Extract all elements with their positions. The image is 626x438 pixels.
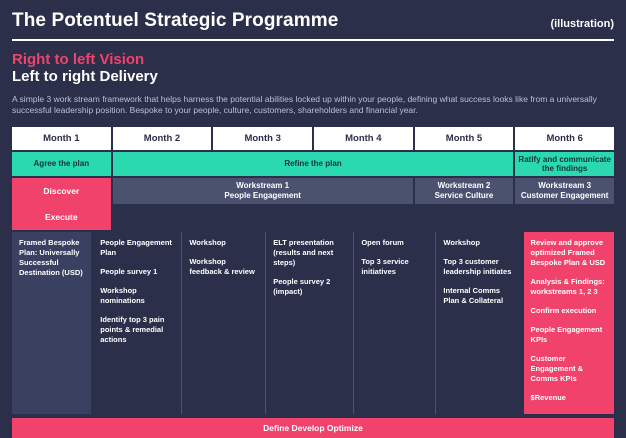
column-month-3-item-0: Workshop <box>189 238 226 247</box>
month-cell-2: Month 2 <box>112 127 212 150</box>
page-title: The Potentuel Strategic Programme <box>12 10 339 31</box>
vision-title: Right to left Vision <box>12 51 145 68</box>
slide-header: The Potentuel Strategic Programme (illus… <box>12 10 614 41</box>
plan-band-agree: Agree the plan <box>12 152 111 176</box>
column-execute-item-4: Customer Engagement & Comms KPIs <box>530 354 584 383</box>
column-month-5-item-1: Top 3 service initiatives <box>361 257 409 276</box>
footer-bar: Define Develop Optimize <box>12 418 614 438</box>
stage-workstream-2: Workstream 2 Service Culture <box>414 178 514 204</box>
column-execute-item-3: People Engagement KPIs <box>530 325 603 344</box>
ws2-line1: Workstream 2 <box>437 181 491 190</box>
plan-band-refine: Refine the plan <box>112 152 514 176</box>
stage-workstream-1: Workstream 1 People Engagement <box>112 178 413 204</box>
column-month-3: Workshop Workshop feedback & review <box>181 232 264 414</box>
ws3-line2: Customer Engagement <box>520 191 609 200</box>
title-block: Right to left Vision Left to right Deliv… <box>12 51 614 116</box>
illustration-label: (illustration) <box>550 18 614 30</box>
month-cell-3: Month 3 <box>213 127 312 150</box>
stage-execute: Execute <box>12 204 111 230</box>
column-month-3-item-1: Workshop feedback & review <box>189 257 255 276</box>
slide-canvas: The Potentuel Strategic Programme (illus… <box>12 10 614 438</box>
column-month-4: ELT presentation (results and next steps… <box>265 232 352 414</box>
month-cell-6: Month 6 <box>515 127 614 150</box>
plan-band-row: Agree the plan Refine the plan Ratify an… <box>12 152 614 176</box>
column-execute-item-2: Confirm execution <box>530 306 597 315</box>
stage-band-row: Discover Workstream 1 People Engagement … <box>12 178 614 230</box>
delivery-title: Left to right Delivery <box>12 68 158 85</box>
stage-discover: Discover <box>12 178 111 204</box>
ws3-line1: Workstream 3 <box>538 181 592 190</box>
month-cell-4: Month 4 <box>313 127 413 150</box>
column-execute-item-0: Review and approve optimized Framed Besp… <box>530 238 606 267</box>
ws1-line2: People Engagement <box>224 191 301 200</box>
column-month-2-item-2: Workshop nominations <box>100 286 145 305</box>
column-month-4-item-1: People survey 2 (impact) <box>273 277 331 296</box>
column-execute-item-5: $Revenue <box>530 393 566 402</box>
column-month-6-item-2: Internal Comms Plan & Collateral <box>443 286 504 305</box>
stage-workstream-3: Workstream 3 Customer Engagement <box>515 178 614 204</box>
ws2-line2: Service Culture <box>434 191 494 200</box>
column-month-4-item-0: ELT presentation (results and next steps… <box>273 238 334 267</box>
column-month-5: Open forum Top 3 service initiatives <box>353 232 434 414</box>
ws1-line1: Workstream 1 <box>236 181 290 190</box>
column-month-2: People Engagement Plan People survey 1 W… <box>93 232 180 414</box>
column-month-2-item-0: People Engagement Plan <box>100 238 172 257</box>
column-month-2-item-3: Identify top 3 pain points & remedial ac… <box>100 315 165 344</box>
column-month-1: Framed Bespoke Plan: Universally Success… <box>12 232 92 414</box>
column-month-6: Workshop Top 3 customer leadership initi… <box>435 232 522 414</box>
month-cell-1: Month 1 <box>12 127 111 150</box>
content-columns: Framed Bespoke Plan: Universally Success… <box>12 232 614 414</box>
column-month-2-item-1: People survey 1 <box>100 267 158 276</box>
plan-band-ratify: Ratify and communicate the findings <box>515 152 614 176</box>
column-month-6-item-0: Workshop <box>443 238 480 247</box>
column-month-1-item-0: Framed Bespoke Plan: Universally Success… <box>19 238 83 277</box>
column-execute: Review and approve optimized Framed Besp… <box>523 232 614 414</box>
subtitle-text: A simple 3 work stream framework that he… <box>12 94 597 115</box>
column-month-5-item-0: Open forum <box>361 238 404 247</box>
column-execute-item-1: Analysis & Findings: workstreams 1, 2 3 <box>530 277 605 296</box>
month-header-row: Month 1 Month 2 Month 3 Month 4 Month 5 … <box>12 127 614 150</box>
column-month-6-item-1: Top 3 customer leadership initiates <box>443 257 512 276</box>
month-cell-5: Month 5 <box>414 127 514 150</box>
